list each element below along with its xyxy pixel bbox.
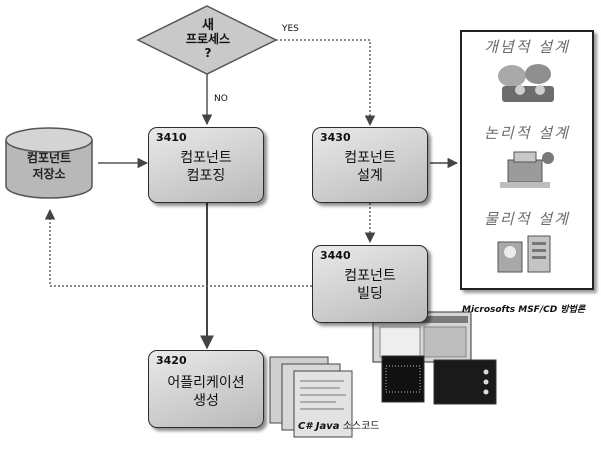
decision-text-line2: 프로세스 — [185, 32, 231, 46]
conceptual-design-clipart — [490, 60, 564, 106]
process-label-line1: 컴포넌트 — [344, 268, 396, 284]
process-label-line1: 컴포넌트 — [344, 150, 396, 166]
repository-label-line1: 컴포넌트 — [26, 151, 72, 165]
physical-design-clipart — [490, 232, 564, 278]
source-code-caption-text: 소스코드 — [339, 421, 380, 432]
process-label-line1: 어플리케이션 — [167, 375, 245, 391]
process-label-line2: 컴포징 — [186, 168, 226, 184]
edge-no-label: NO — [214, 94, 228, 104]
edge-yes-label: YES — [282, 24, 299, 34]
edge-build-to-repo — [44, 208, 312, 287]
logical-design-title: 논리적 설계 — [484, 124, 570, 142]
methodology-caption: Microsofts MSF/CD 방법론 — [462, 305, 586, 315]
decision-text-line3: ? — [204, 46, 212, 60]
process-box-3420: 3420 어플리케이션 생성 — [148, 350, 264, 428]
process-box-3430: 3430 컴포넌트 설계 — [312, 127, 428, 203]
design-methodology-panel: 개념적 설계 논리적 설계 물리적 설계 — [460, 30, 594, 290]
process-label-line2: 빌딩 — [357, 286, 383, 302]
source-code-sheets — [269, 356, 353, 438]
process-label-line2: 설계 — [357, 168, 383, 184]
conceptual-design-title: 개념적 설계 — [484, 38, 570, 56]
process-id: 3440 — [320, 249, 351, 262]
process-box-3410: 3410 컴포넌트 컴포징 — [148, 127, 264, 203]
repository-label-line2: 저장소 — [32, 167, 66, 181]
logical-design-clipart — [490, 146, 564, 192]
repository-cylinder — [5, 127, 93, 199]
process-label-line2: 생성 — [193, 393, 219, 409]
process-label-line1: 컴포넌트 — [180, 150, 232, 166]
edge-yes-arrow — [276, 39, 376, 127]
process-box-3440: 3440 컴포넌트 빌딩 — [312, 245, 428, 323]
ui-screenshots-collage — [372, 311, 497, 405]
source-code-caption-languages: C# Java — [298, 421, 340, 432]
process-id: 3410 — [156, 131, 187, 144]
process-id: 3420 — [156, 354, 187, 367]
decision-text-line1: 새 — [202, 18, 214, 33]
source-code-caption: C# Java 소스코드 — [298, 417, 380, 432]
physical-design-title: 물리적 설계 — [484, 210, 570, 228]
process-id: 3430 — [320, 131, 351, 144]
